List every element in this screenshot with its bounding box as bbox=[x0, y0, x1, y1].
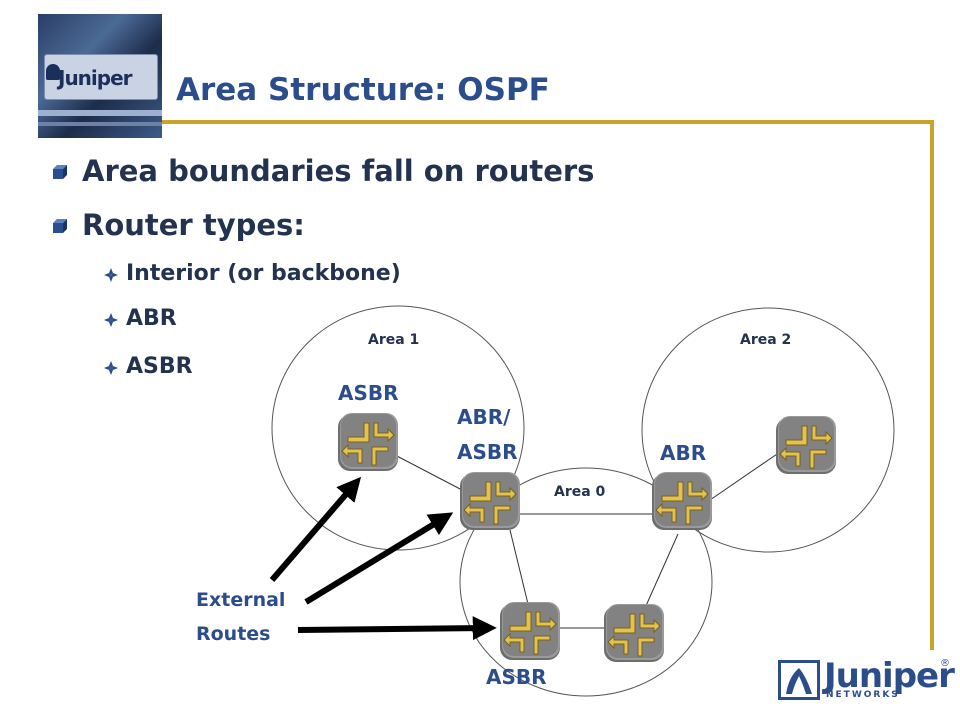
frame-right-line bbox=[930, 120, 934, 650]
bullet-item: Area boundaries fall on routers bbox=[82, 154, 595, 188]
external-route-arrows bbox=[269, 476, 497, 641]
external-routes-label: External bbox=[196, 589, 285, 611]
registered-mark: ® bbox=[940, 658, 950, 669]
router-role-label: ASBR bbox=[486, 665, 547, 689]
diamond-bullet-icon bbox=[104, 361, 118, 375]
area-0-circle bbox=[459, 467, 713, 697]
sub-bullet-item: ABR bbox=[126, 306, 177, 331]
router-links bbox=[394, 451, 781, 629]
juniper-logo-subtext: NETWORKS bbox=[826, 690, 900, 700]
area-label: Area 1 bbox=[368, 332, 419, 348]
router-icon bbox=[459, 471, 521, 531]
area-label: Area 0 bbox=[554, 484, 606, 500]
router-icon bbox=[499, 601, 561, 661]
photo-logo-text: Juniper bbox=[58, 66, 133, 90]
router-icon bbox=[651, 471, 713, 531]
router-role-label: ABR bbox=[660, 441, 706, 465]
juniper-leaf-icon bbox=[46, 64, 60, 80]
external-routes-label: Routes bbox=[196, 623, 271, 645]
cube-bullet-icon bbox=[53, 219, 67, 233]
router-role-label: ASBR bbox=[457, 440, 518, 464]
page-title: Area Structure: OSPF bbox=[176, 72, 550, 108]
sub-bullet-item: ASBR bbox=[126, 354, 193, 379]
bullet-item: Router types: bbox=[82, 208, 305, 242]
sub-bullet-item: Interior (or backbone) bbox=[126, 261, 401, 286]
diamond-bullet-icon bbox=[104, 313, 118, 327]
area-1-circle bbox=[271, 305, 525, 551]
diamond-bullet-icon bbox=[104, 268, 118, 282]
router-role-label: ABR/ bbox=[457, 405, 511, 429]
header-photo: Juniper bbox=[38, 14, 162, 138]
juniper-logo-icon bbox=[778, 660, 820, 700]
photo-stripe bbox=[38, 122, 162, 126]
router-icon bbox=[775, 415, 837, 475]
router-icon bbox=[337, 412, 399, 472]
area-2-circle bbox=[641, 307, 895, 553]
router-icon bbox=[603, 603, 665, 663]
photo-panel bbox=[44, 54, 158, 100]
router-role-label: ASBR bbox=[338, 381, 399, 405]
cube-bullet-icon bbox=[53, 165, 67, 179]
juniper-logo-text: Juniper bbox=[824, 656, 955, 696]
area-label: Area 2 bbox=[740, 332, 791, 348]
frame-top-line bbox=[162, 120, 934, 124]
photo-stripe bbox=[38, 110, 162, 116]
